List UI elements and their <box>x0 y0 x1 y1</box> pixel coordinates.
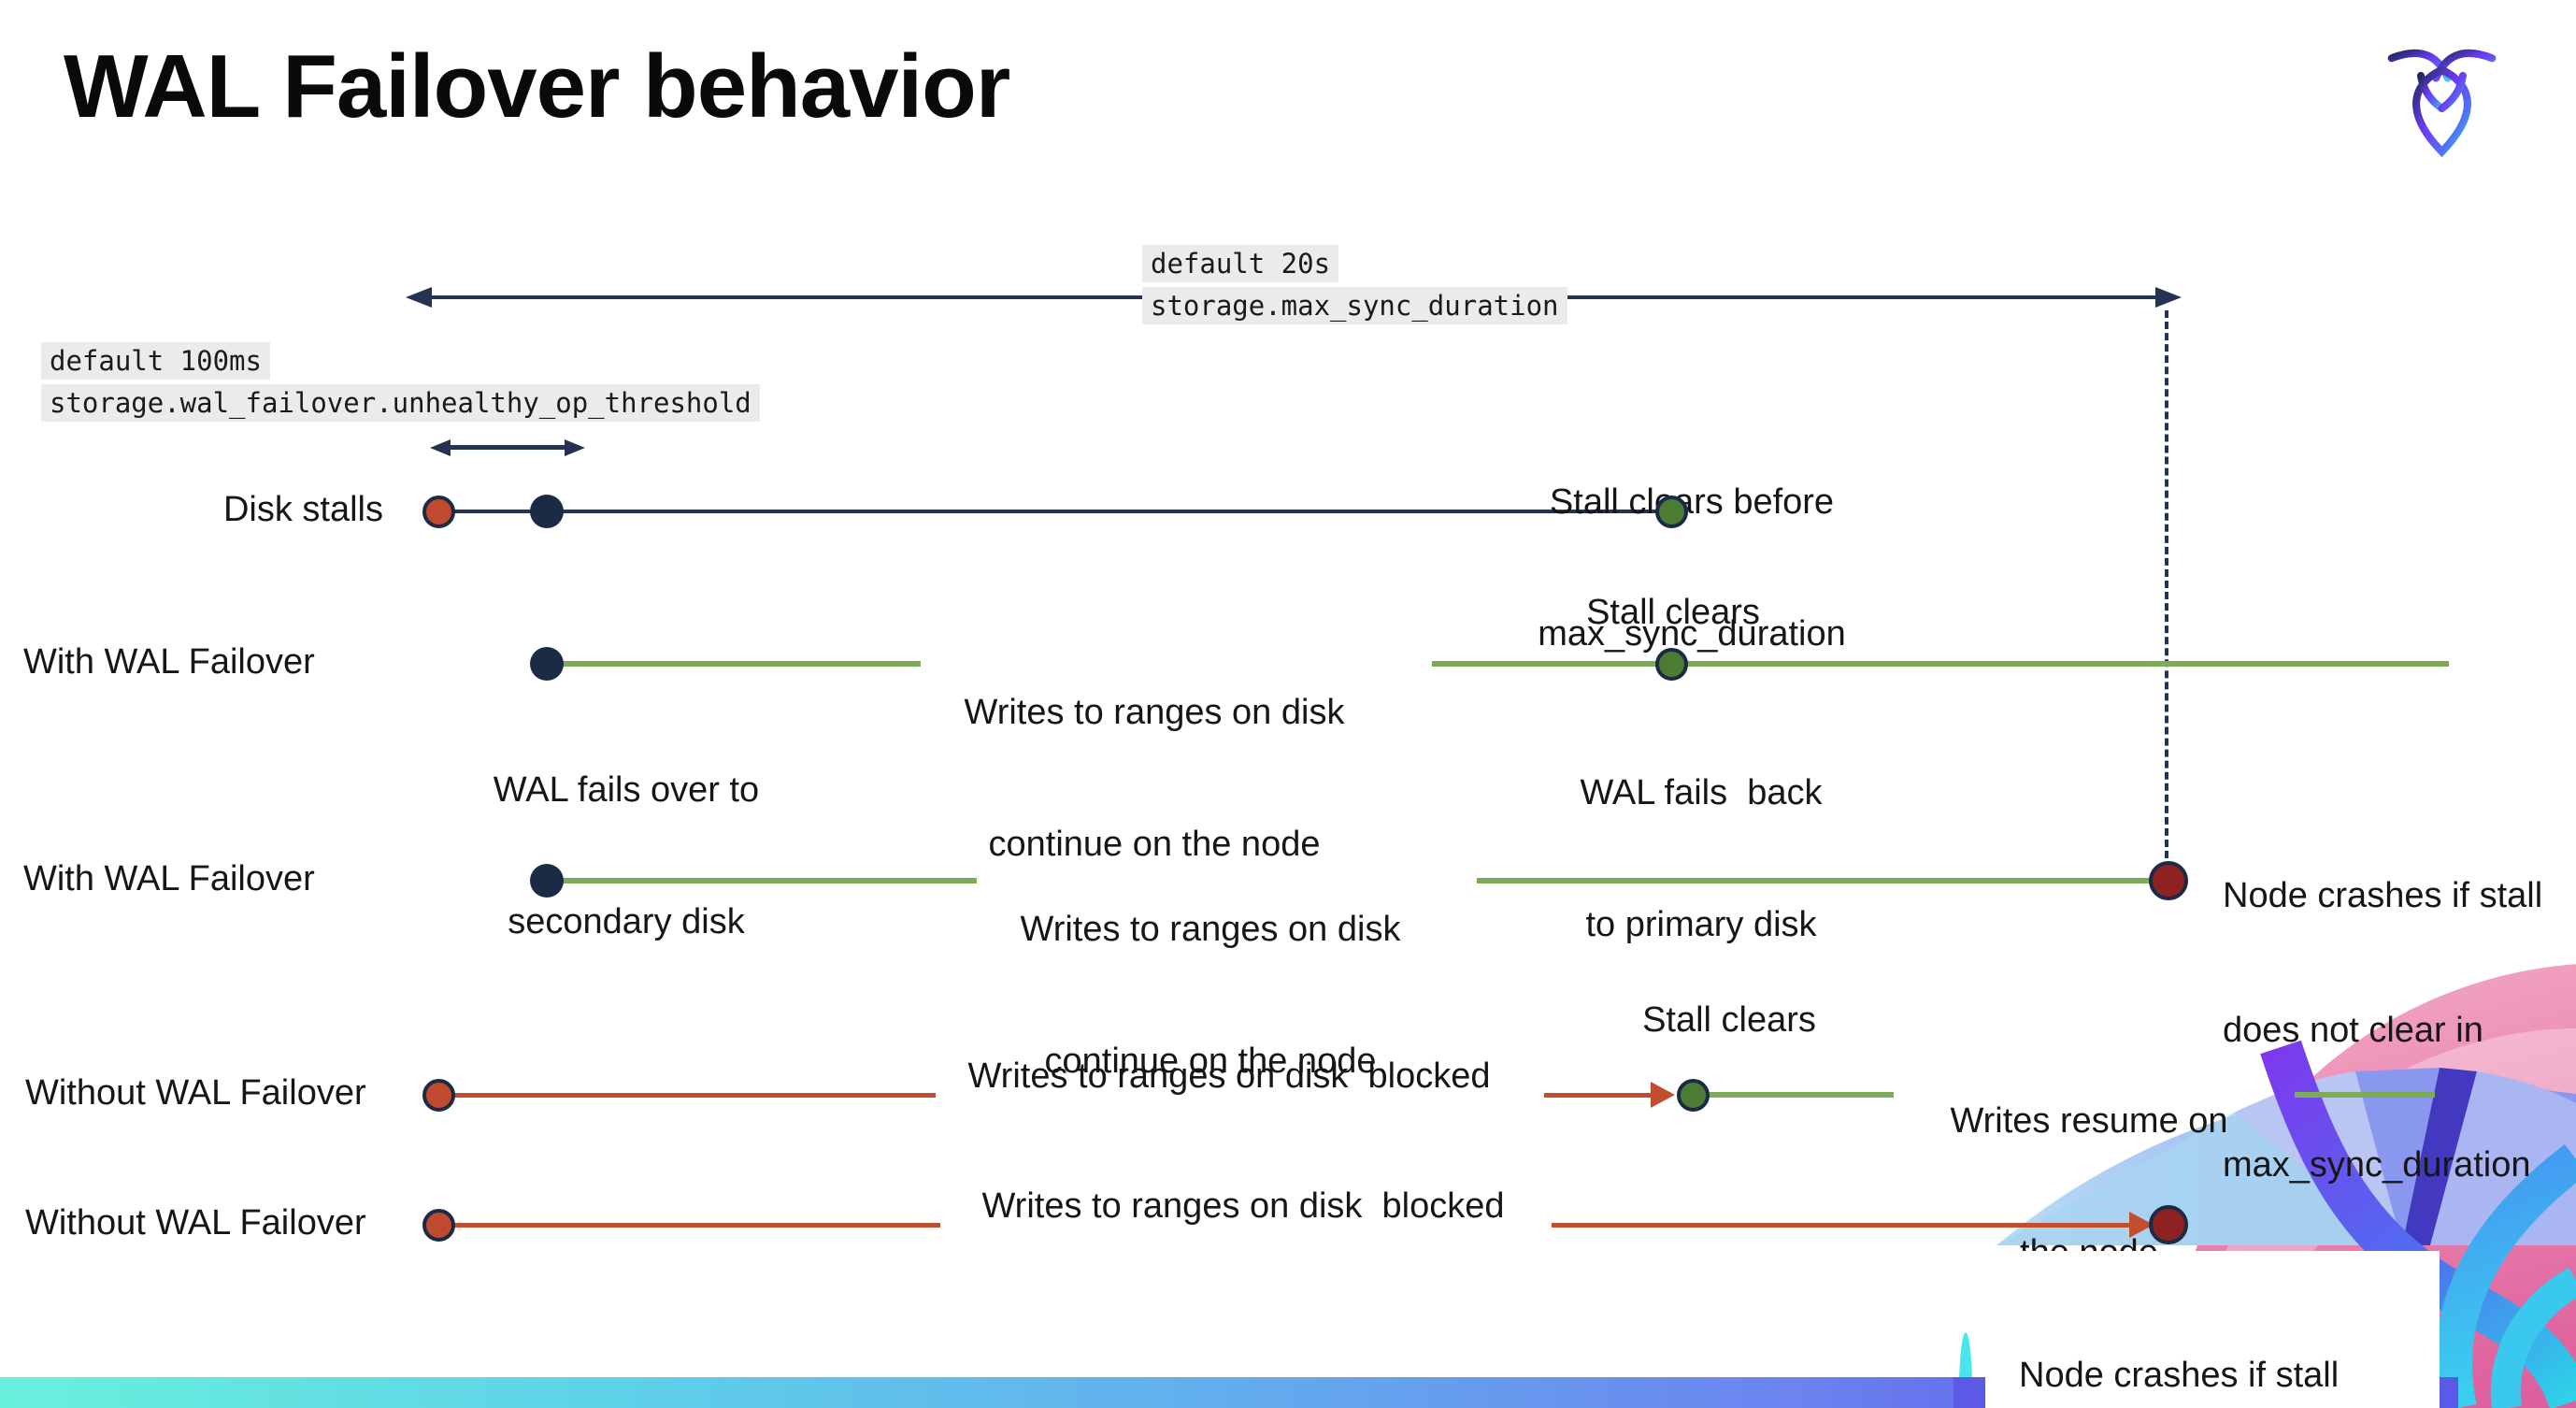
note-node-crashes: Node crashes if stall does not clear in … <box>2019 1356 2340 1395</box>
row-label-with-wal-failover: With WAL Failover <box>23 859 315 898</box>
stall-start-dot <box>422 1209 455 1242</box>
note-stall-clears: Stall clears <box>1586 593 1760 632</box>
node-crash-dot <box>2149 1205 2188 1244</box>
note-node-crashes: Node crashes if stall does not clear in … <box>2223 876 2543 1185</box>
healthy-writes-line <box>1477 878 2164 884</box>
failover-dot <box>530 864 564 898</box>
stall-clear-dot <box>1677 1079 1710 1112</box>
stall-start-dot <box>422 496 455 528</box>
red-arrowhead-icon <box>1651 1082 1675 1108</box>
row-label-without-wal-failover: Without WAL Failover <box>25 1203 366 1243</box>
small-arrow-left-icon <box>430 439 451 456</box>
failover-threshold-dot <box>530 495 564 528</box>
row-label-with-wal-failover: With WAL Failover <box>23 642 315 682</box>
stall-clear-dot <box>1655 648 1688 681</box>
healthy-writes-line <box>556 661 921 667</box>
setting-unhealthy-op-threshold: default 100ms storage.wal_failover.unhea… <box>41 342 760 426</box>
threshold-span-line <box>449 445 566 450</box>
cockroachdb-logo-icon <box>2387 49 2497 158</box>
note-writes-blocked: Writes to ranges on disk blocked <box>981 1186 1505 1226</box>
blocked-writes-line <box>1544 1093 1654 1098</box>
arrow-left-icon <box>406 287 432 308</box>
note-wal-fails-back: WAL fails back to primary disk <box>1580 773 1823 944</box>
disk-stall-timeline <box>439 510 1671 513</box>
small-arrow-right-icon <box>565 439 585 456</box>
note-wal-fails-over: WAL fails over to secondary disk <box>493 770 760 941</box>
stall-start-dot <box>422 1079 455 1112</box>
max-sync-deadline-dashed-line <box>2165 310 2168 858</box>
healthy-writes-line <box>1432 661 2449 667</box>
arrow-right-icon <box>2155 287 2182 308</box>
page-title: WAL Failover behavior <box>64 36 1010 136</box>
setting-name: storage.wal_failover.unhealthy_op_thresh… <box>41 384 760 422</box>
blocked-writes-line <box>454 1223 940 1228</box>
failover-dot <box>530 647 564 681</box>
row-label-disk-stalls: Disk stalls <box>222 490 383 529</box>
healthy-writes-line <box>556 878 977 884</box>
note-writes-continue: Writes to ranges on disk continue on the… <box>1020 910 1401 1081</box>
note-stall-clears: Stall clears <box>1642 1000 1816 1040</box>
setting-name: storage.max_sync_duration <box>1142 287 1567 324</box>
note-writes-continue: Writes to ranges on disk continue on the… <box>964 693 1345 864</box>
node-crash-dot <box>2149 861 2188 900</box>
setting-max-sync-duration: default 20s storage.max_sync_duration <box>1142 245 1567 329</box>
setting-default-value: default 20s <box>1142 245 1339 282</box>
setting-default-value: default 100ms <box>41 342 270 380</box>
resumed-writes-line <box>2295 1092 2435 1098</box>
blocked-writes-line <box>454 1093 936 1098</box>
resumed-writes-line <box>1709 1092 1894 1098</box>
note-writes-blocked: Writes to ranges on disk blocked <box>967 1056 1491 1096</box>
row-label-without-wal-failover: Without WAL Failover <box>25 1073 366 1113</box>
note-node-crashes-box: Node crashes if stall does not clear in … <box>1985 1251 2440 1408</box>
blocked-writes-line <box>1552 1223 2133 1228</box>
stall-clear-dot <box>1655 496 1688 528</box>
